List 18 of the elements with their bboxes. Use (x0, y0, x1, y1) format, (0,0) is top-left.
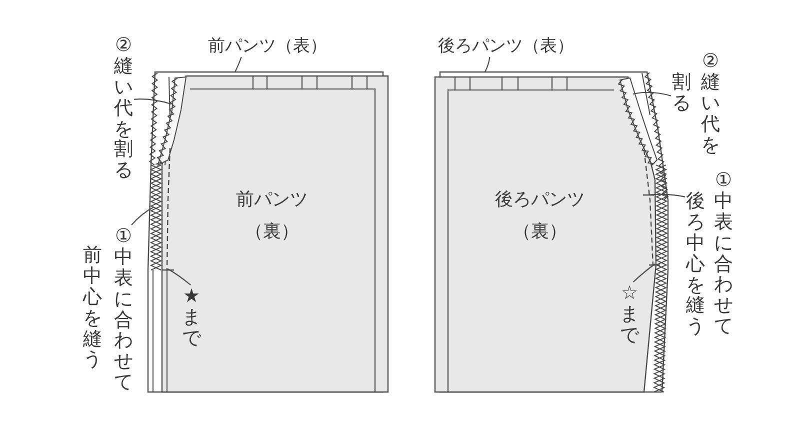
callout-text: ①中表に合わせて後ろ中心を縫う (686, 170, 733, 338)
callout-text: ☆まで (620, 283, 639, 346)
leader-line (632, 264, 656, 282)
piece-label: 後ろパンツ（裏） (494, 188, 586, 244)
leader-line (632, 92, 672, 96)
callout-text: ②縫い代を割る (114, 35, 133, 182)
leader-line (484, 56, 490, 72)
callout-text: 後ろパンツ（表） (438, 36, 574, 56)
callout-text: 前パンツ（表） (208, 36, 327, 56)
leader-line (648, 194, 686, 198)
callout-text: ★まで (182, 286, 201, 349)
callout-text: ①中表に合わせて前中心を縫う (83, 226, 133, 394)
callout-text: ②縫い代を割る (672, 51, 720, 156)
leader-line (131, 206, 154, 226)
leader-line (234, 56, 242, 72)
leader-line (168, 268, 191, 286)
piece-label: 前パンツ（裏） (234, 188, 309, 244)
leader-line (134, 98, 172, 105)
